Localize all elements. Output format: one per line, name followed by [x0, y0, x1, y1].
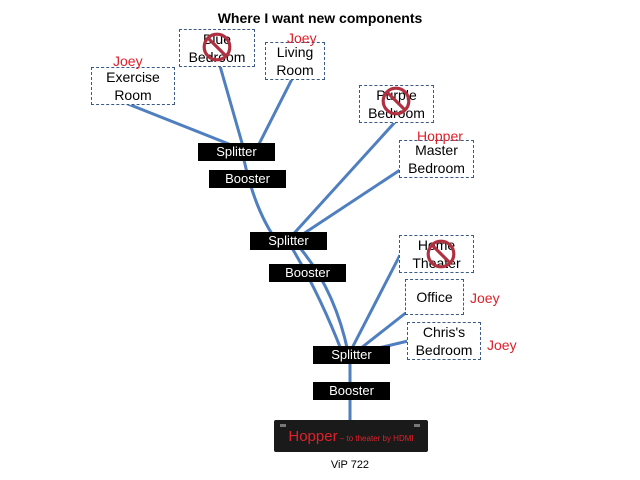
room-office: Office — [405, 279, 464, 315]
room-master-line1: Master — [415, 142, 458, 158]
receiver-name: Hopper — [288, 428, 338, 445]
splitter-bottom: Splitter — [313, 346, 390, 364]
booster-bottom: Booster — [313, 382, 390, 400]
no-symbol-icon — [380, 85, 412, 117]
room-chris-line2: Bedroom — [415, 342, 473, 358]
booster-top: Booster — [209, 170, 286, 188]
room-exercise-line2: Room — [114, 87, 152, 103]
diagram-title: Where I want new components — [217, 10, 423, 26]
splitter-middle: Splitter — [250, 232, 327, 250]
room-chris-line1: Chris's — [422, 324, 466, 340]
room-chris-bedroom: Chris's Bedroom — [407, 322, 481, 360]
model-label: ViP 722 — [330, 459, 370, 471]
room-home-theater-line2: Theater — [412, 255, 461, 271]
room-master-bedroom: Master Bedroom — [399, 140, 474, 178]
no-symbol-icon — [201, 31, 233, 63]
room-exercise-line1: Exercise — [106, 69, 160, 85]
receiver-indicator — [414, 424, 420, 427]
no-symbol-icon — [425, 238, 457, 270]
label-joey-living: Joey — [287, 30, 317, 46]
receiver-label: Hopper – to theater by HDMI — [274, 429, 428, 447]
room-living-line1: Living — [276, 44, 314, 60]
label-joey-office: Joey — [470, 290, 500, 306]
label-hopper-master: Hopper — [417, 128, 463, 144]
receiver-logo — [280, 424, 286, 427]
room-living-line2: Room — [276, 62, 314, 78]
room-exercise: Exercise Room — [91, 67, 175, 105]
receiver-device: Hopper – to theater by HDMI — [274, 420, 428, 452]
receiver-note: – to theater by HDMI — [337, 434, 414, 443]
room-blue-line2: Bedroom — [188, 49, 246, 65]
room-office-line1: Office — [416, 289, 453, 305]
room-living: Living Room — [265, 42, 325, 80]
label-joey-chris: Joey — [487, 337, 517, 353]
splitter-top: Splitter — [198, 143, 275, 161]
room-master-line2: Bedroom — [408, 160, 465, 176]
booster-middle: Booster — [269, 264, 346, 282]
label-joey-exercise: Joey — [113, 53, 143, 69]
